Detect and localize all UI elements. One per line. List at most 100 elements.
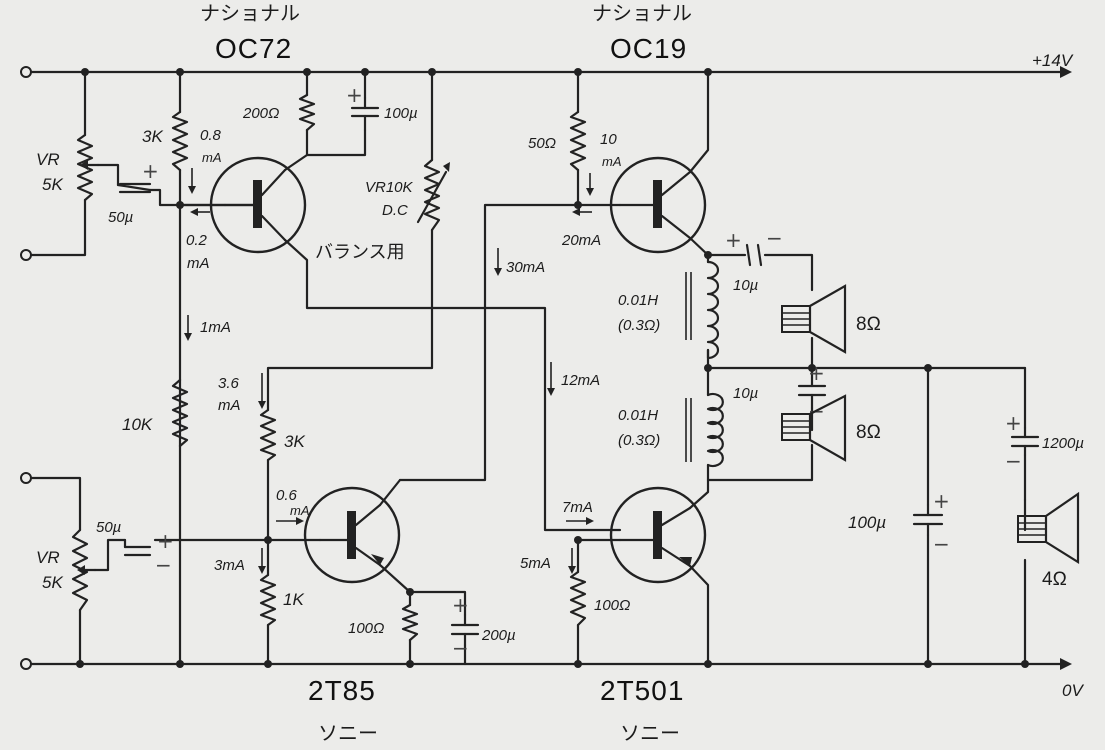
wires <box>24 70 1062 666</box>
svg-text:+: + <box>157 529 174 553</box>
current-02-unit: mA <box>187 255 210 272</box>
transistor-oc19 <box>609 156 707 254</box>
input-terminals <box>20 66 32 670</box>
current-3: 3mA <box>214 557 245 574</box>
speaker-2-icon <box>781 394 847 462</box>
current-06-unit: mA <box>290 503 310 518</box>
c-10-mid-label: 10µ <box>733 385 758 402</box>
r-1k <box>259 573 277 627</box>
r-1k-label: 1K <box>283 590 304 609</box>
speakers <box>781 284 1080 564</box>
current-06: 0.6 <box>276 487 298 504</box>
model-q4: 2T501 <box>600 675 684 706</box>
model-q3: 2T85 <box>308 675 376 706</box>
r-3k-top-label: 3K <box>142 127 163 146</box>
transistor-oc72 <box>209 156 307 254</box>
maker-q2: ナショナル <box>592 3 692 25</box>
vr-wipers <box>77 160 450 575</box>
r-200 <box>298 93 316 132</box>
model-q1: OC72 <box>215 33 292 64</box>
r-3k-mid <box>259 408 277 462</box>
r-3k-mid-label: 3K <box>284 432 305 451</box>
c-50-bottom-label: 50µ <box>96 519 121 536</box>
current-02: 0.2 <box>186 232 208 249</box>
transistors <box>209 156 707 584</box>
c-1200-label: 1200µ <box>1042 435 1084 452</box>
svg-text:−: − <box>452 636 469 660</box>
resistors <box>71 93 587 642</box>
junction-dots <box>76 68 1029 668</box>
c-200-label: 200µ <box>481 627 516 644</box>
svg-text:+: + <box>725 228 742 252</box>
r-50-label: 50Ω <box>528 135 556 152</box>
current-10: 10 <box>600 131 617 148</box>
l1-dcr: (0.3Ω) <box>618 317 660 334</box>
current-36-unit: mA <box>218 397 241 414</box>
vr-bottom-label: VR <box>36 548 60 567</box>
maker-q4: ソニー <box>620 723 680 745</box>
current-36: 3.6 <box>218 375 240 392</box>
l2-dcr: (0.3Ω) <box>618 432 660 449</box>
svg-text:−: − <box>766 226 783 250</box>
current-20: 20mA <box>561 232 601 249</box>
current-10-unit: mA <box>602 154 622 169</box>
svg-text:−: − <box>155 553 172 577</box>
svg-text:−: − <box>1005 449 1022 473</box>
current-12: 12mA <box>561 372 600 389</box>
vr-10k-note: バランス用 <box>315 242 405 262</box>
r-100-a-label: 100Ω <box>348 620 384 637</box>
vr-bottom-value: 5K <box>42 573 63 592</box>
c-100-top-label: 100µ <box>384 105 418 122</box>
inductors <box>685 260 724 468</box>
rail-arrow-positive <box>1060 66 1072 78</box>
polarity-marks: + + + − + − + − + − + − + − <box>142 83 1022 660</box>
capacitors <box>116 96 1040 647</box>
inductor-l1 <box>706 260 720 360</box>
c-50-top-label: 50µ <box>108 209 133 226</box>
transistor-2t501 <box>609 486 707 584</box>
maker-q3: ソニー <box>318 723 378 745</box>
svg-text:+: + <box>808 361 825 385</box>
transistor-2t85 <box>303 486 401 584</box>
sp1-label: 8Ω <box>856 314 881 335</box>
labels: ナショナル OC72 ナショナル OC19 2T85 ソニー 2T501 ソニー… <box>36 3 1084 745</box>
rail-positive-label: +14V <box>1032 51 1074 70</box>
speaker-1-icon <box>781 284 847 354</box>
c-100-big-label: 100µ <box>848 513 886 532</box>
vr-10k <box>423 158 441 232</box>
svg-text:+: + <box>452 593 469 617</box>
vr-top-label: VR <box>36 150 60 169</box>
c-10-out-label: 10µ <box>733 277 758 294</box>
r-10k-label: 10K <box>122 415 153 434</box>
rail-ground-label: 0V <box>1062 681 1084 700</box>
current-7: 7mA <box>562 499 593 516</box>
svg-text:+: + <box>142 159 159 183</box>
current-08: 0.8 <box>200 127 222 144</box>
r-100-b <box>569 570 587 627</box>
svg-text:+: + <box>346 83 363 107</box>
r-3k-top <box>171 110 189 172</box>
inductor-l2 <box>706 392 724 468</box>
l1-value: 0.01H <box>618 292 658 309</box>
current-08-unit: mA <box>202 150 222 165</box>
vr-top-value: 5K <box>42 175 63 194</box>
r-200-label: 200Ω <box>242 105 279 122</box>
speaker-3-icon <box>1017 491 1080 564</box>
rail-arrow-ground <box>1060 658 1072 670</box>
current-30: 30mA <box>506 259 545 276</box>
r-100-a <box>401 603 419 642</box>
r-10k <box>171 378 189 448</box>
maker-q1: ナショナル <box>200 3 300 25</box>
l2-value: 0.01H <box>618 407 658 424</box>
svg-text:−: − <box>933 532 950 556</box>
current-1: 1mA <box>200 319 231 336</box>
vr-10k-label: VR10K <box>365 179 414 196</box>
current-arrows <box>184 168 594 574</box>
r-50 <box>569 110 587 172</box>
current-5: 5mA <box>520 555 551 572</box>
svg-text:+: + <box>933 489 950 513</box>
sp3-label: 4Ω <box>1042 569 1067 590</box>
vr-10k-sub: D.C <box>382 202 408 219</box>
